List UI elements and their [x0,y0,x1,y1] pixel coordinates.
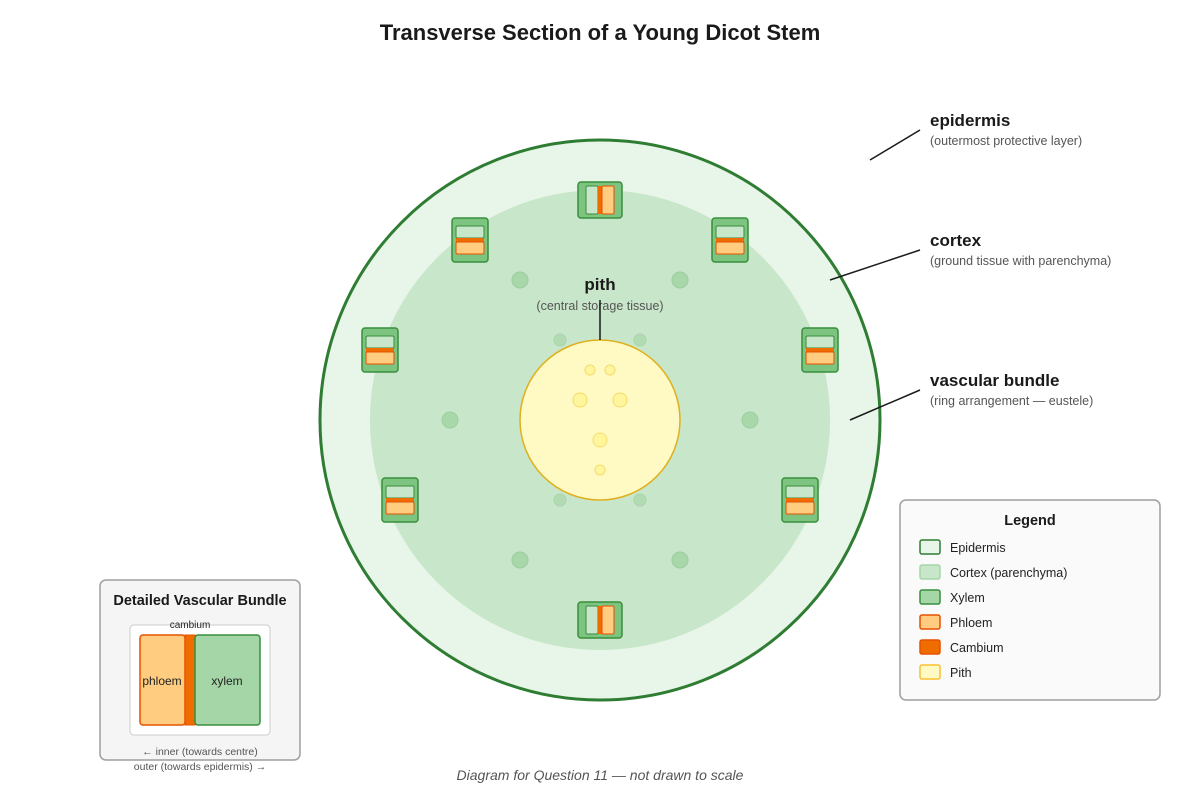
detail-panel: Detailed Vascular Bundle cambium phloem … [99,579,301,773]
cortex-cell [553,493,567,507]
pith [519,339,681,501]
legend-swatch [919,614,941,630]
vascular-bundle-bottom [577,601,623,639]
diagram-caption: Diagram for Question 11 — not drawn to s… [457,767,744,783]
cortex-cell [741,411,759,429]
vascular-bundle-leader-line [849,389,921,421]
legend-label: Cortex (parenchyma) [950,566,1067,580]
epidermis-leader-line [869,129,921,161]
legend-title: Legend [1004,513,1056,529]
pith-cell [572,392,588,408]
legend-label: Pith [950,666,972,680]
vascular-bundle-left [361,327,399,373]
vascular-bundle-lower-left [381,477,419,523]
legend-label: Xylem [950,591,985,605]
legend-swatch [919,539,941,555]
cortex-cell [511,551,529,569]
detail-cambium [184,634,196,726]
diagram-title: Transverse Section of a Young Dicot Stem [380,20,821,45]
epidermis-note: (outermost protective layer) [930,134,1082,148]
cortex-note: (ground tissue with parenchyma) [930,254,1111,268]
cortex-cell [511,271,529,289]
cortex-label: cortex [930,231,982,250]
epidermis-label: epidermis [930,111,1010,130]
legend-label: Phloem [950,616,992,630]
detail-inner-note: ← inner (towards centre) [142,746,258,758]
cortex-cell [441,411,459,429]
legend-item: Cortex (parenchyma) [919,564,1067,580]
cortex-cell [671,551,689,569]
vascular-bundle-upper-left [451,217,489,263]
cortex-cells [441,271,759,569]
vascular-bundle-right [801,327,839,373]
vascular-bundle-upper-right [711,217,749,263]
pith-cells [572,364,628,476]
pith-cell [594,464,606,476]
detail-xylem-label: xylem [211,674,242,688]
pith-cell [584,364,596,376]
legend-swatch [919,564,941,580]
legend-item: Epidermis [919,539,1006,555]
vascular-bundle-top [577,181,623,219]
cortex-cell [633,333,647,347]
legend-label: Cambium [950,641,1004,655]
pith-cell [604,364,616,376]
legend-item: Phloem [919,614,992,630]
detail-outer-note: outer (towards epidermis) → [134,761,266,773]
legend-label: Epidermis [950,541,1006,555]
vascular-bundle-label: vascular bundle [930,371,1059,390]
vascular-bundle-lower-right [781,477,819,523]
legend-item: Cambium [919,639,1004,655]
legend-item: Xylem [919,589,985,605]
stem-section [318,138,882,702]
detail-cambium-label: cambium [170,620,211,631]
detail-title: Detailed Vascular Bundle [113,593,286,609]
legend-swatch [919,589,941,605]
cortex-leader-line [829,249,921,281]
detail-phloem-label: phloem [142,674,181,688]
pith-cell [612,392,628,408]
cortex-cell [633,493,647,507]
legend-swatch [919,664,941,680]
legend-box [899,499,1161,701]
legend-item: Pith [919,664,972,680]
detail-xylem [194,634,261,726]
cortex-cell [671,271,689,289]
legend-swatch [919,639,941,655]
pith-cell [592,432,608,448]
vascular-bundle-note: (ring arrangement — eustele) [930,394,1093,408]
pith-label: pith [584,275,615,294]
cortex-cell [553,333,567,347]
